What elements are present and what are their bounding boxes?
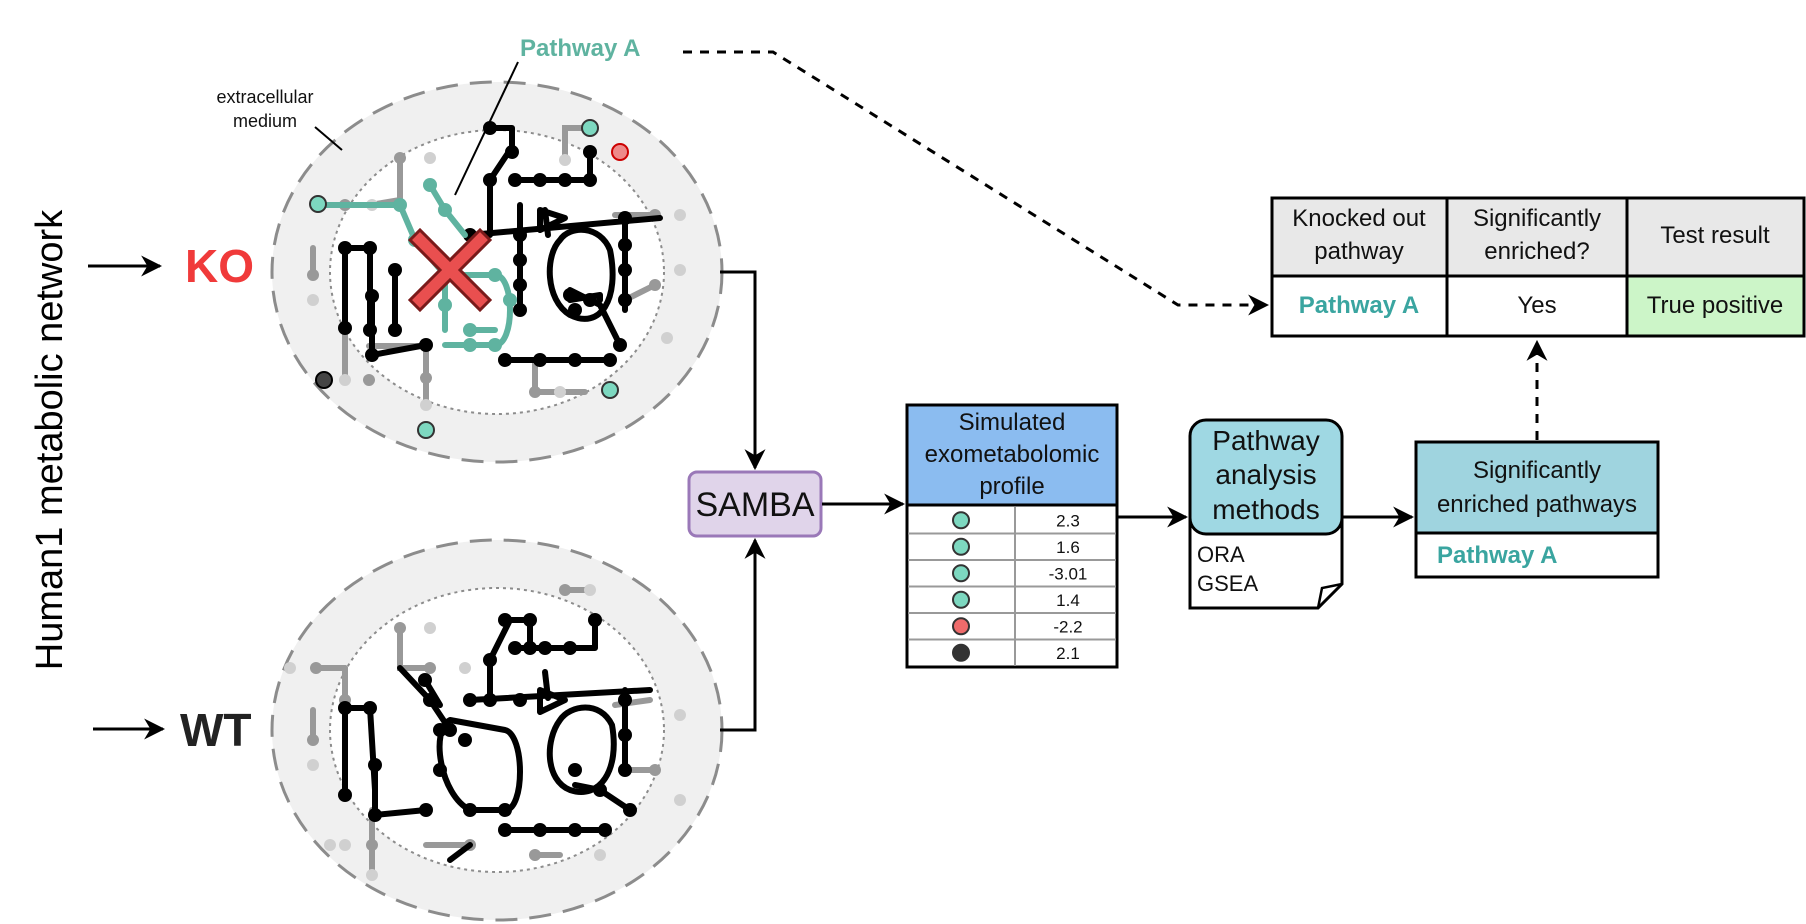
pathway-callout-label: Pathway A bbox=[520, 35, 640, 62]
ko-to-samba-arrow bbox=[720, 270, 766, 471]
profile-header-line2: exometabolomic bbox=[925, 441, 1100, 468]
knockout-cross-icon bbox=[407, 227, 493, 313]
methods-line1: Pathway bbox=[1212, 425, 1319, 456]
profile-value: 2.1 bbox=[1056, 644, 1080, 663]
profile-value: -3.01 bbox=[1049, 564, 1088, 583]
profile-header-line1: Simulated bbox=[959, 409, 1066, 436]
profile-value: 2.3 bbox=[1056, 511, 1080, 530]
pathway-dashed-arrow bbox=[683, 50, 1270, 316]
result-cell-pathway: Pathway A bbox=[1299, 292, 1419, 319]
result-header-2-line1: Significantly bbox=[1473, 205, 1601, 232]
side-label: Human1 metabolic network bbox=[29, 209, 71, 670]
enriched-box: Significantly enriched pathways Pathway … bbox=[1414, 440, 1660, 579]
wt-to-samba-arrow bbox=[720, 537, 766, 732]
profile-value: -2.2 bbox=[1053, 617, 1082, 636]
profile-value: 1.6 bbox=[1056, 538, 1080, 557]
metabolite-teal-1 bbox=[309, 195, 327, 213]
enriched-line1: Significantly bbox=[1473, 457, 1601, 484]
profile-metabolite-marker bbox=[952, 617, 970, 636]
result-header-2-line2: enriched? bbox=[1484, 238, 1589, 265]
profile-metabolite-marker bbox=[952, 511, 970, 530]
profile-metabolite-marker bbox=[952, 564, 970, 583]
profile-header-line3: profile bbox=[979, 473, 1044, 500]
methods-line3: methods bbox=[1212, 494, 1319, 525]
profile-table: Simulated exometabolomic profile 2.3 1.6 -… bbox=[905, 403, 1119, 669]
metabolite-black bbox=[315, 371, 333, 389]
extracellular-label-line2: medium bbox=[233, 111, 297, 131]
wt-cell bbox=[270, 538, 724, 922]
result-header-1-line1: Knocked out bbox=[1292, 205, 1426, 232]
methods-doc-line1: ORA bbox=[1197, 542, 1245, 567]
ko-cell bbox=[270, 80, 724, 464]
wt-label: WT bbox=[180, 704, 252, 756]
result-cell-enriched: Yes bbox=[1517, 292, 1556, 319]
extracellular-label-line1: extracellular bbox=[216, 87, 313, 107]
profile-metabolite-marker bbox=[952, 590, 970, 609]
metabolite-teal-3 bbox=[601, 381, 619, 399]
result-cell-test-result: True positive bbox=[1647, 292, 1784, 319]
extracellular-pointer bbox=[314, 126, 343, 151]
result-table: Knocked out pathway Significantly enrich… bbox=[1270, 196, 1806, 338]
result-header-1-line2: pathway bbox=[1314, 238, 1403, 265]
samba-label: SAMBA bbox=[695, 486, 814, 524]
samba-box: SAMBA bbox=[687, 470, 823, 538]
profile-metabolite-marker bbox=[952, 537, 970, 556]
result-header-3: Test result bbox=[1660, 222, 1770, 249]
pathway-callout-pointer bbox=[454, 61, 519, 196]
methods-doc-line2: GSEA bbox=[1197, 571, 1258, 596]
methods-line2: analysis bbox=[1215, 459, 1316, 490]
profile-metabolite-marker bbox=[952, 643, 970, 662]
metabolite-red bbox=[611, 143, 629, 161]
metabolite-teal-4 bbox=[417, 421, 435, 439]
enriched-value: Pathway A bbox=[1437, 542, 1557, 569]
metabolite-teal-2 bbox=[581, 119, 599, 137]
enriched-line2: enriched pathways bbox=[1437, 491, 1637, 518]
profile-value: 1.4 bbox=[1056, 591, 1080, 610]
methods-box: Pathway analysis methods ORA GSEA bbox=[1188, 418, 1344, 610]
ko-label: KO bbox=[185, 240, 254, 292]
